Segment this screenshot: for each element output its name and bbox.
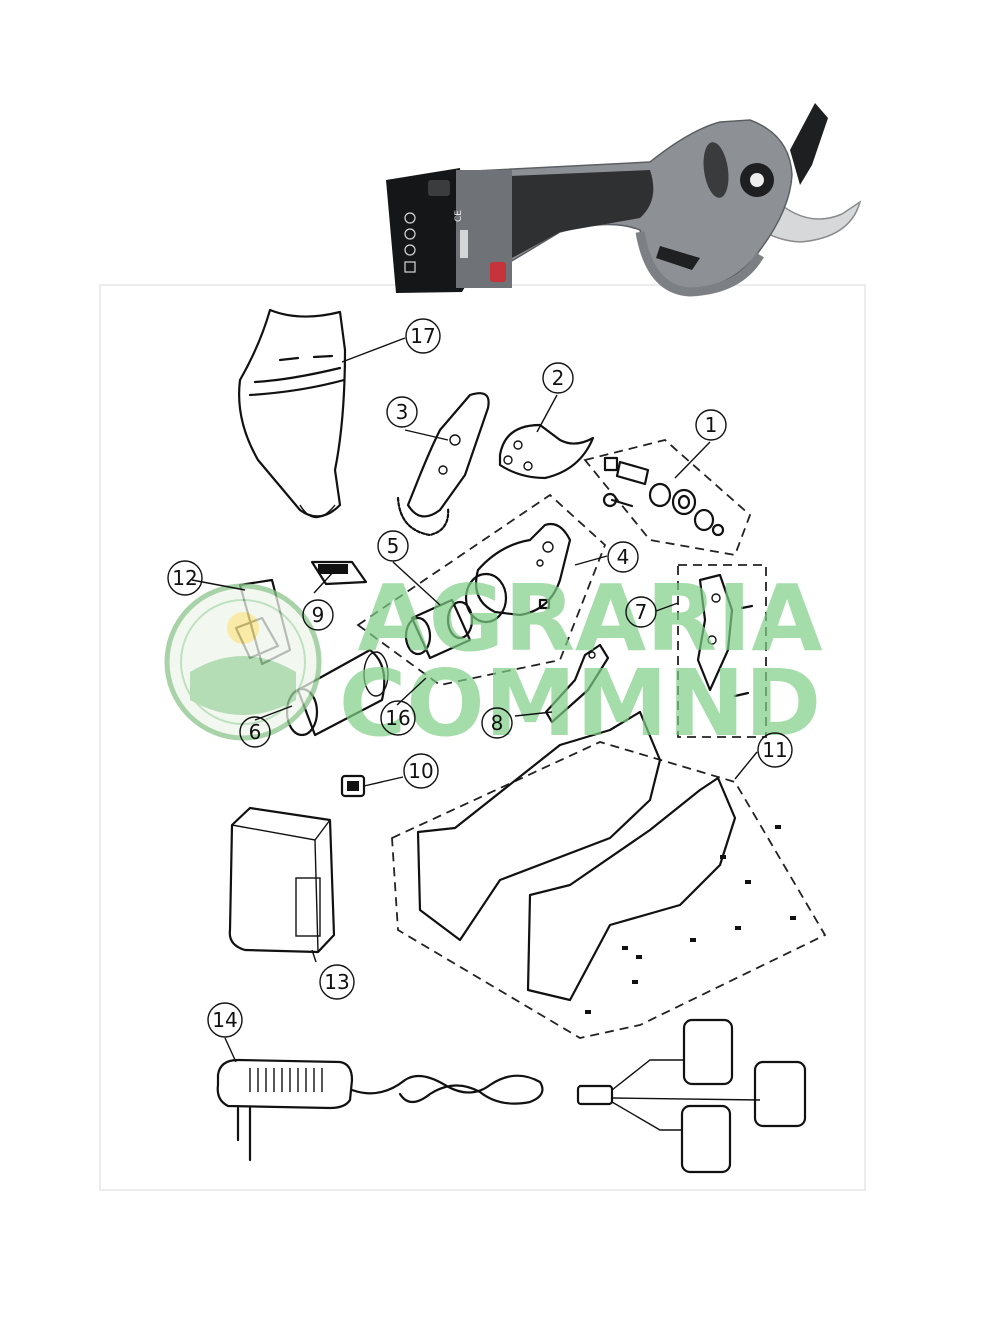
callout-10-label: 10 [408,759,433,783]
callout-11: 11 [757,732,793,768]
watermark-text: AGRARIA COMMND [339,565,823,757]
part-8-trigger-lever [544,643,610,724]
part-1-bolt-kit [583,439,752,557]
callout-2-label: 2 [552,366,565,390]
callout-9-label: 9 [312,603,325,627]
part-2-lower-blade [498,423,595,480]
part-9-switch [310,560,368,586]
ce-mark: CE [454,210,464,222]
read-manual-icon [404,228,416,240]
brand-logo-badge [703,142,729,198]
callout-10: 10 [403,753,439,789]
callout-1-label: 1 [705,413,718,437]
callout-4: 4 [607,541,639,573]
callout-7: 7 [625,596,657,628]
battery-pack [386,168,468,293]
callout-6: 6 [239,716,271,748]
callout-16-label: 16 [385,706,410,730]
callout-13: 13 [319,964,355,1000]
callout-5-label: 5 [387,534,400,558]
callout-17-label: 17 [410,324,435,348]
recycle-icon [404,244,416,256]
callout-17: 17 [405,318,441,354]
trigger [656,246,700,270]
part-13-battery [228,806,336,954]
callout-7-label: 7 [635,600,648,624]
upper-blade [790,103,828,185]
trigger-guard [635,231,764,297]
callout-8: 8 [481,707,513,739]
watermark-line-2: COMMND [339,650,821,757]
part-17-holster [238,308,347,519]
callout-12: 12 [167,560,203,596]
callout-3-label: 3 [396,400,409,424]
callout-11-label: 11 [762,738,787,762]
callout-8-label: 8 [491,711,504,735]
callout-9: 9 [302,599,334,631]
callout-5: 5 [377,530,409,562]
callout-6-label: 6 [249,720,262,744]
callout-1: 1 [695,409,727,441]
callouts: 17 2 3 1 5 4 12 9 7 16 6 8 11 10 13 14 [167,318,793,1038]
bin-icon [404,261,416,273]
callout-2: 2 [542,362,574,394]
pruner-product-photo: CE [386,103,862,297]
part-5-motor-coupling [404,598,474,660]
callout-13-label: 13 [324,970,349,994]
watermark-seal [164,583,322,741]
callout-16: 16 [380,700,416,736]
part-7-trigger-housing [677,564,767,738]
part-4-head-housing [356,493,607,686]
part-14-charger [216,1018,807,1174]
battery-release-button [490,262,506,282]
part-3-upper-blade [396,392,490,537]
callout-4-label: 4 [617,545,630,569]
callout-3: 3 [386,396,418,428]
callout-12-label: 12 [172,566,197,590]
watermark-line-1: AGRARIA [357,565,822,672]
callout-14: 14 [207,1002,243,1038]
callout-14-label: 14 [212,1008,237,1032]
warning-icon [404,212,416,224]
part-11-body-shells [391,710,827,1039]
pruner-grip [510,170,654,258]
leader-lines [191,337,758,1063]
